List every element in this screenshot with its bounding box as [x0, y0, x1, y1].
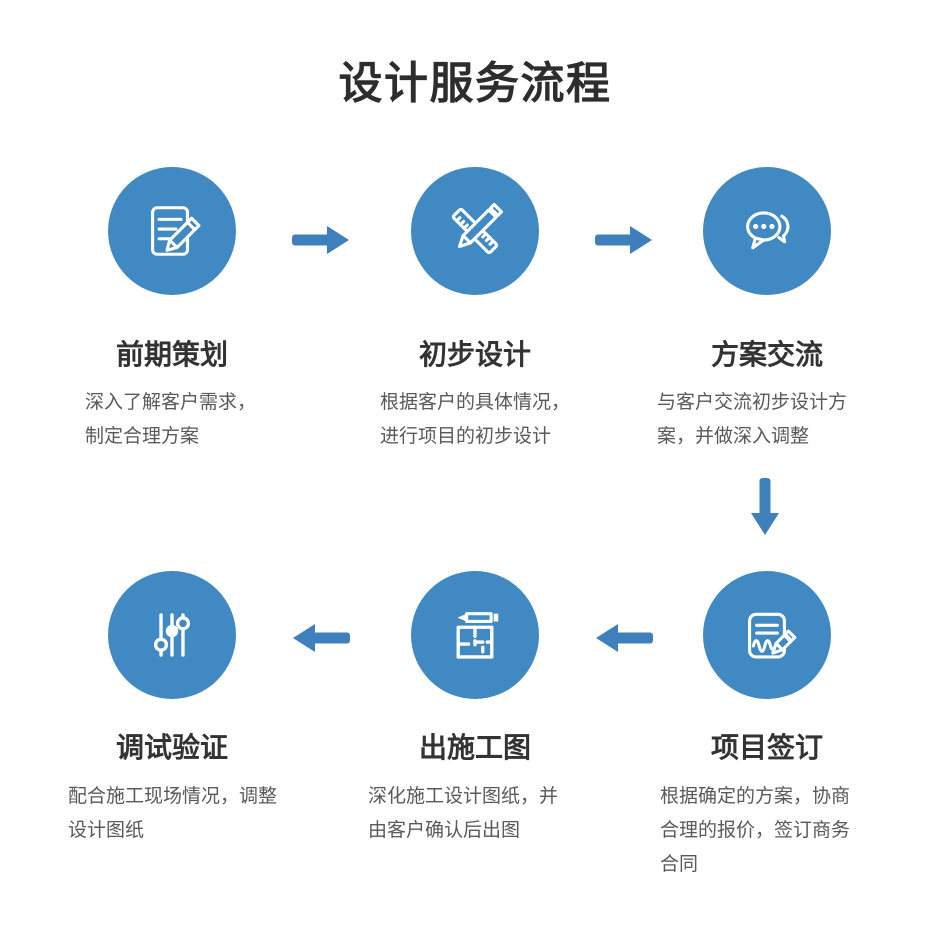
ruler-pencil-icon: [451, 202, 504, 255]
step-1-circle: [108, 167, 236, 295]
floor-plan-pencil-icon: [456, 612, 499, 659]
step-1-description: 深入了解客户需求， 制定合理方案: [85, 392, 257, 447]
step-6-circle: [108, 571, 236, 699]
step-3-description: 与客户交流初步设计方 案，并做深入调整: [657, 392, 848, 447]
arrow-down-icon: [749, 477, 781, 539]
step-3-circle: [703, 167, 831, 295]
step-5-title: 出施工图: [418, 732, 531, 763]
step-2-title: 初步设计: [418, 339, 531, 370]
arrow-right-icon: [291, 224, 351, 256]
step-5-circle: [411, 571, 539, 699]
step-5-description: 深化施工设计图纸，并 由客户确认后出图: [368, 786, 559, 841]
step-2-circle: [411, 167, 539, 295]
step-4-title: 项目签订: [710, 732, 823, 763]
sliders-icon: [153, 613, 191, 657]
contract-signing-icon: [748, 612, 797, 659]
arrow-right-icon: [594, 224, 654, 256]
step-4-description: 根据确定的方案，协商 合理的报价，签订商务 合同: [660, 786, 851, 875]
step-6-title: 调试验证: [115, 732, 228, 763]
arrow-left-icon: [291, 622, 351, 654]
document-pencil-icon: [151, 206, 201, 256]
chat-bubbles-icon: [746, 211, 790, 250]
arrow-left-icon: [594, 622, 654, 654]
step-6-description: 配合施工现场情况，调整 设计图纸: [68, 786, 278, 841]
step-2-description: 根据客户的具体情况， 进行项目的初步设计: [380, 392, 571, 447]
step-3-title: 方案交流: [710, 339, 823, 370]
step-4-circle: [703, 571, 831, 699]
step-1-title: 前期策划: [115, 339, 228, 370]
page-title: 设计服务流程: [338, 59, 612, 108]
